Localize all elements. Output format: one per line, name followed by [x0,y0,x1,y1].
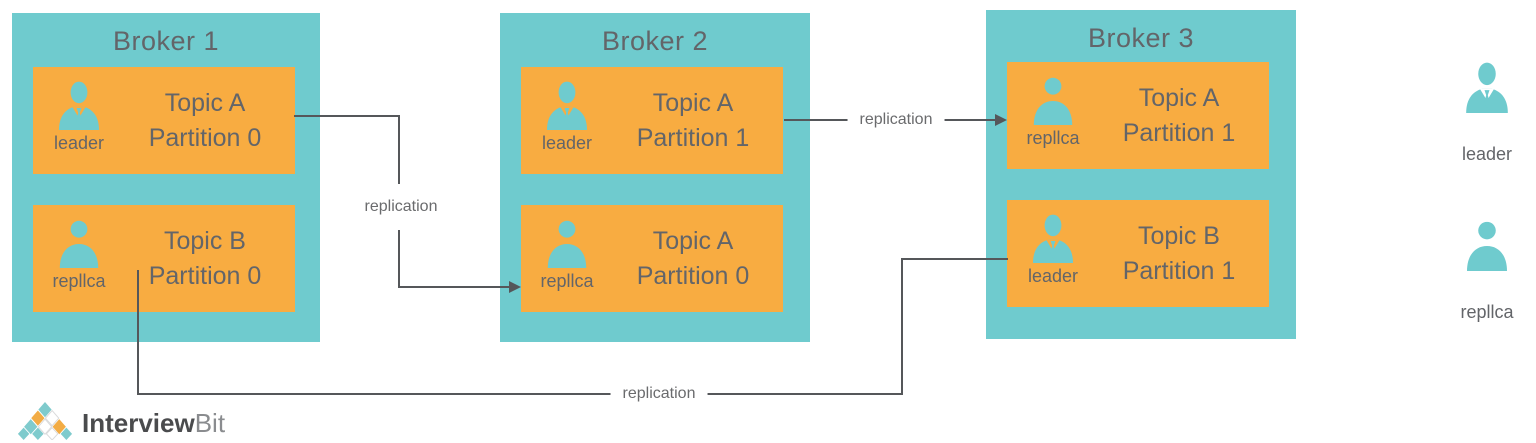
partition-icon-column: repllca [521,205,613,312]
leader-person-icon [1029,213,1077,265]
leader-person-icon [1462,60,1512,116]
partition-title: Topic A Partition 0 [613,205,783,312]
replication-label-1: replication [352,184,450,230]
partition-label: Partition 1 [1122,256,1236,285]
role-label: repllca [52,271,106,291]
role-label: leader [53,133,105,153]
role-label: repllca [540,271,594,291]
broker-3-box: Broker 3 repllca Topic A Partition 1 [986,10,1296,339]
logo-text-interview: Interview [82,408,195,438]
interviewbit-logo: InterviewBit [14,402,225,440]
logo-pyramid-icon [17,402,73,440]
broker-3-title: Broker 3 [1087,23,1195,53]
broker-2-topic-a-partition-1-box: leader Topic A Partition 1 [521,67,783,174]
legend: leader repllca [1444,60,1530,323]
leader-person-icon [543,80,591,132]
broker-3-topic-a-partition-1-box: repllca Topic A Partition 1 [1007,62,1269,169]
connector-3-segment [901,259,903,395]
broker-1-title: Broker 1 [112,26,220,56]
partition-label: Partition 1 [636,123,750,152]
topic-label: Topic A [164,88,246,117]
connector-3-segment [137,393,903,395]
legend-item-leader: leader [1444,60,1530,165]
broker-2-box: Broker 2 leader Topic A Partition 1 [500,13,810,342]
replica-person-icon [543,218,591,270]
partition-title: Topic A Partition 0 [125,67,295,174]
replication-label-3: replication [610,379,708,409]
legend-label-replica: repllca [1460,302,1514,322]
broker-2-topic-a-partition-0-box: repllca Topic A Partition 0 [521,205,783,312]
partition-icon-column: leader [521,67,613,174]
broker-2-title: Broker 2 [601,26,709,56]
partition-icon-column: leader [33,67,125,174]
topic-label: Topic A [1138,83,1220,112]
partition-icon-column: repllca [1007,62,1099,169]
replica-person-icon [1029,75,1077,127]
replica-person-icon [55,218,103,270]
partition-label: Partition 1 [1122,118,1236,147]
broker-1-topic-b-partition-0-box: repllca Topic B Partition 0 [33,205,295,312]
connector-3-segment [901,258,1008,260]
broker-1-box: Broker 1 leader Topic A Partition 0 [12,13,320,342]
logo-text-bit: Bit [194,408,226,438]
role-label: leader [541,133,593,153]
logo-wordmark: InterviewBit [82,406,225,440]
role-label: repllca [1026,128,1080,148]
topic-label: Topic B [164,226,246,255]
partition-label: Partition 0 [148,261,262,290]
connector-1-segment [398,286,511,288]
partition-label: Partition 0 [636,261,750,290]
connector-1-arrowhead-icon [509,281,521,293]
topic-label: Topic A [652,88,734,117]
connector-2-arrowhead-icon [995,114,1007,126]
connector-3-segment [137,270,139,395]
partition-title: Topic B Partition 1 [1099,200,1269,307]
connector-1-segment [294,115,400,117]
partition-title: Topic A Partition 1 [613,67,783,174]
broker-1-topic-a-partition-0-box: leader Topic A Partition 0 [33,67,295,174]
role-label: leader [1027,266,1079,286]
replication-label-2: replication [847,105,945,135]
partition-title: Topic A Partition 1 [1099,62,1269,169]
leader-person-icon [55,80,103,132]
legend-item-replica: repllca [1444,218,1530,323]
replica-person-icon [1462,218,1512,274]
topic-label: Topic B [1138,221,1220,250]
partition-label: Partition 0 [148,123,262,152]
broker-3-topic-b-partition-1-box: leader Topic B Partition 1 [1007,200,1269,307]
partition-icon-column: leader [1007,200,1099,307]
legend-label-leader: leader [1461,144,1513,164]
topic-label: Topic A [652,226,734,255]
partition-icon-column: repllca [33,205,125,312]
partition-title: Topic B Partition 0 [125,205,295,312]
